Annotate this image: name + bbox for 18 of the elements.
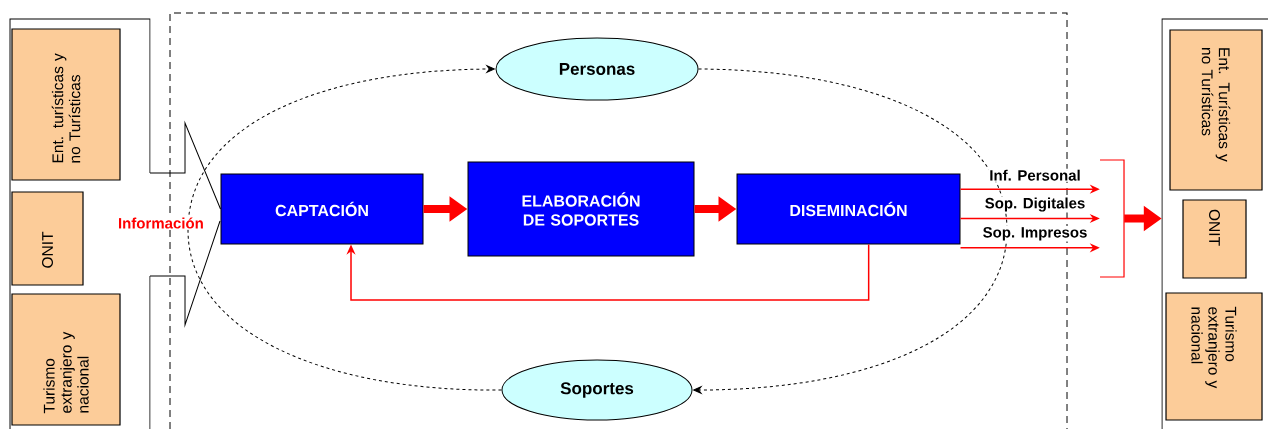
edge-label: Inf. Personal: [988, 168, 1082, 182]
edge-label: Sop. Impresos: [981, 226, 1089, 242]
recipient-box: Ent. Turísticas y no Turísticas: [1169, 29, 1263, 191]
bracket: [1099, 159, 1125, 278]
arrow: [346, 243, 870, 301]
group-frame: [1161, 18, 1268, 429]
source-box: ONIT: [11, 191, 84, 286]
edge-label: Información: [116, 216, 205, 230]
arrow: [187, 65, 502, 391]
recipient-box: ONIT: [1182, 199, 1247, 279]
source-box: Ent. turísticas y no Turísticas: [11, 28, 121, 181]
process-box: DISEMINACIÓN: [736, 173, 961, 245]
edge-label: Sop. Digitales: [983, 196, 1087, 213]
process-box: ELABORACIÓN DE SOPORTES: [467, 161, 695, 257]
process-box: CAPTACIÓN: [220, 173, 424, 245]
arrow: [693, 68, 1008, 394]
recipient-box: Turismo extranjero y nacional: [1165, 292, 1263, 421]
source-box: Turismo extranjero y nacional: [11, 293, 121, 426]
